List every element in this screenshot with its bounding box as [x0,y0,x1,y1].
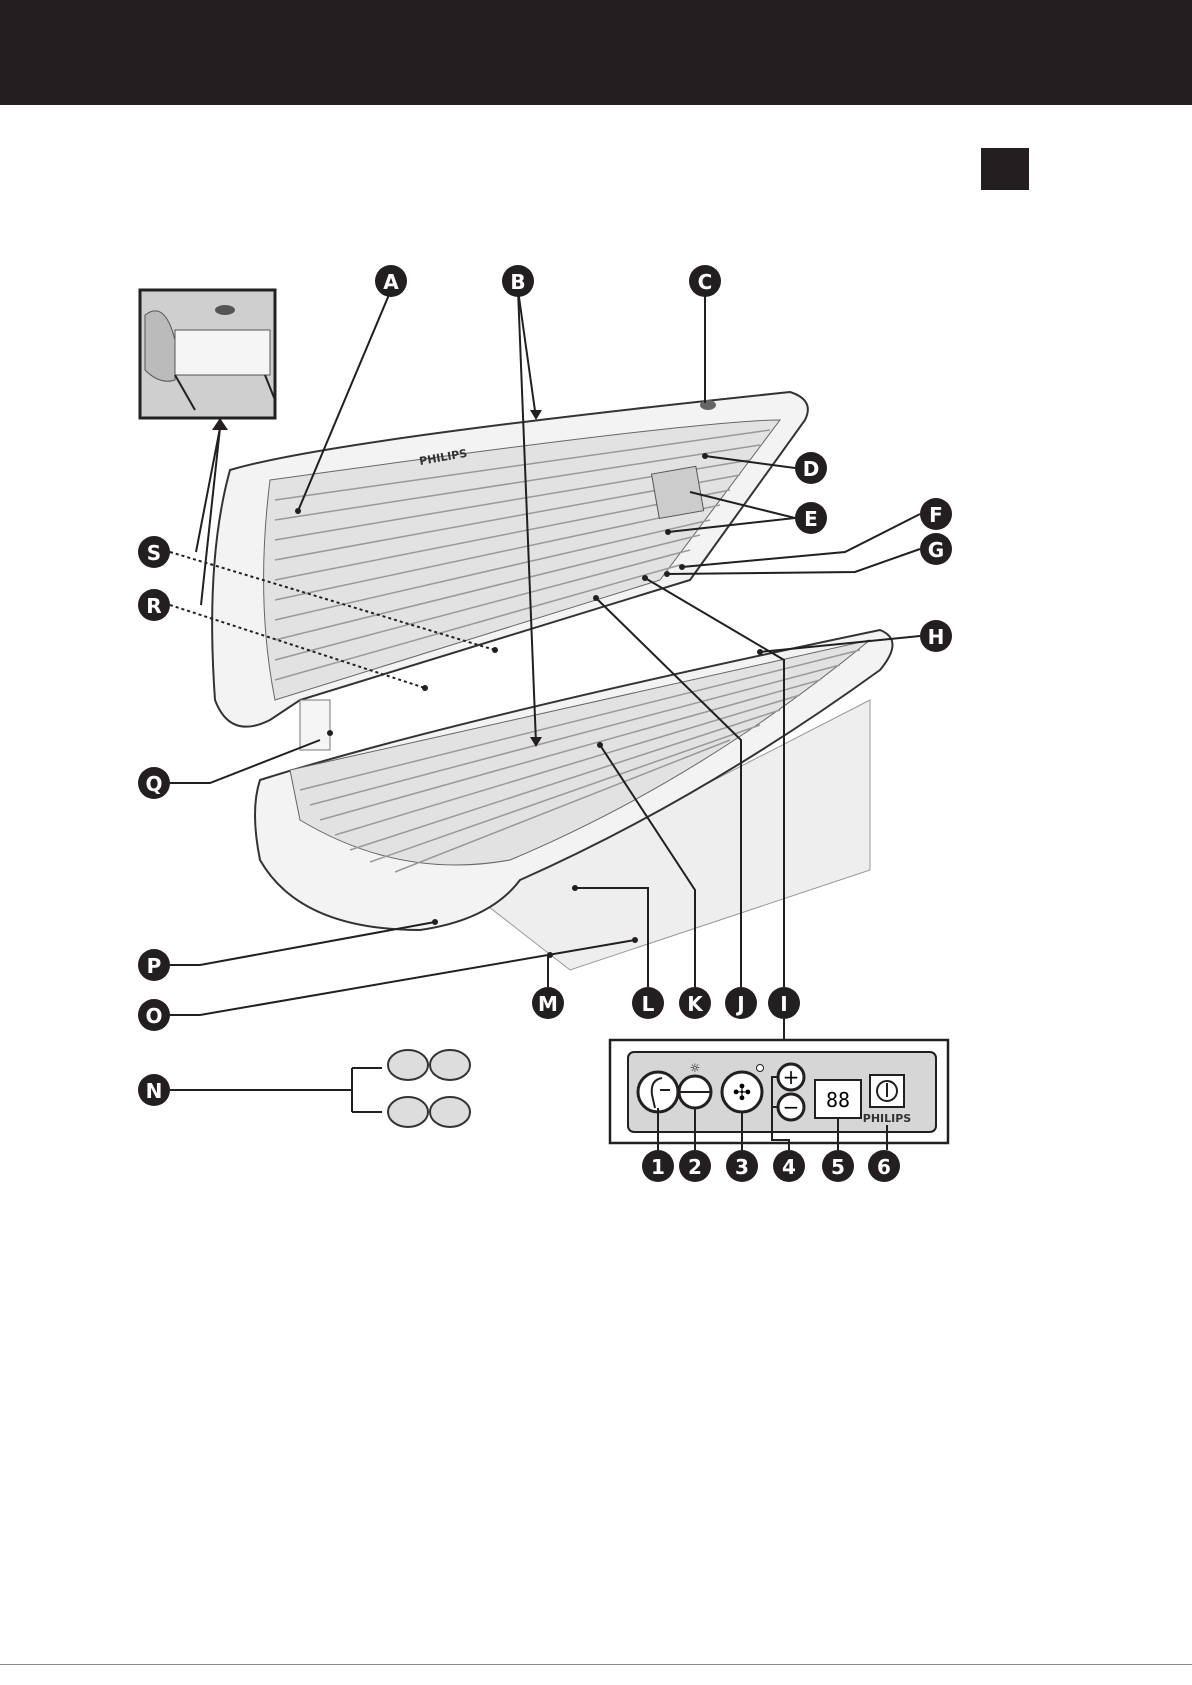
svg-text:L: L [642,992,655,1016]
callout-O: O [138,999,170,1031]
header-bar [0,0,1192,105]
callout-P: P [138,949,170,981]
svg-text:6: 6 [877,1155,891,1179]
svg-text:F: F [929,503,943,527]
callout-1: 1 [642,1150,674,1182]
bed-base [254,628,894,971]
footer-divider [0,1664,1192,1665]
callout-R: R [138,589,170,621]
callout-2: 2 [679,1150,711,1182]
svg-text:E: E [804,507,818,531]
plus-icon: + [783,1065,800,1089]
svg-text:4: 4 [782,1155,796,1179]
display-value: 88 [826,1088,850,1112]
svg-text:5: 5 [831,1155,845,1179]
callout-H: H [920,620,952,652]
callout-C: C [689,265,721,297]
goggles-icon [387,1049,471,1128]
svg-text:2: 2 [688,1155,702,1179]
face-tanner-button[interactable] [636,1070,680,1114]
callout-4: 4 [773,1150,805,1182]
svg-text:R: R [146,594,161,618]
callout-G: G [920,533,952,565]
svg-text:B: B [510,270,525,294]
svg-text:K: K [687,992,704,1016]
svg-text:A: A [383,270,399,294]
svg-text:H: H [928,625,945,649]
callout-S: S [138,536,170,568]
svg-text:Q: Q [145,772,162,796]
callout-5: 5 [822,1150,854,1182]
callout-B: B [502,265,534,297]
callout-L: L [632,987,664,1019]
svg-text:C: C [698,270,713,294]
callout-J: J [725,987,757,1019]
sun-icon: ☼ [690,1061,701,1075]
inset-detail [138,288,277,420]
fan-icon: ✣ [733,1081,751,1106]
callout-D: D [795,452,827,484]
svg-text:G: G [928,538,944,562]
svg-text:3: 3 [735,1155,749,1179]
svg-text:D: D [803,457,820,481]
svg-text:P: P [147,954,162,978]
inset-arrow-icon [212,418,228,430]
svg-text:M: M [538,992,558,1016]
minus-icon: − [783,1095,800,1119]
canopy-button [700,400,716,410]
svg-text:I: I [780,992,787,1016]
face-icon [650,1077,670,1109]
callout-A: A [375,265,407,297]
language-tab-marker [981,148,1029,190]
callout-3: 3 [726,1150,758,1182]
svg-text:J: J [735,992,744,1016]
callout-Q: Q [138,767,170,799]
control-panel: ☼ ✣ + − 88 PHILIPS [608,1038,950,1150]
callout-E: E [795,502,827,534]
fan-indicator-led [756,1064,764,1072]
callout-6: 6 [868,1150,900,1182]
callout-F: F [920,498,952,530]
panel-brand-logo: PHILIPS [863,1112,912,1125]
callout-M: M [532,987,564,1019]
svg-text:O: O [145,1004,162,1028]
leader-lines [169,289,921,1113]
callout-N: N [138,1074,170,1106]
callout-I: I [768,987,800,1019]
svg-text:S: S [147,541,161,565]
svg-text:N: N [146,1079,163,1103]
callout-K: K [679,987,711,1019]
canopy: PHILIPS [211,390,809,728]
svg-text:1: 1 [651,1155,665,1179]
power-icon [876,1080,898,1102]
